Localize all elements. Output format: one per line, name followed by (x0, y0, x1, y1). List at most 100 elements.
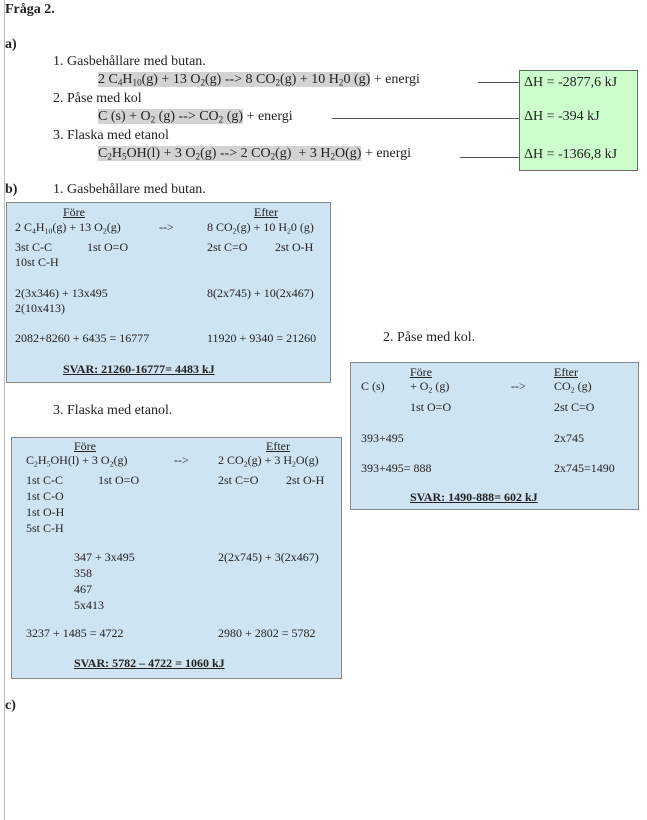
calc-left-2: 2(10x413) (15, 301, 65, 315)
equation-1-suffix: + energi (373, 72, 420, 87)
connector-line-1 (478, 82, 519, 83)
reactants-equation: C2H5OH(l) + 3 O2(g) (26, 453, 128, 468)
delta-h-3: ΔH = -1366,8 kJ (524, 147, 618, 162)
equation-3: C2H5OH(l) + 3 O2(g) --> 2 CO2(g) + 3 H2O… (98, 146, 362, 162)
formula-text: (g) (106, 220, 121, 234)
arrow: --> (511, 379, 526, 393)
bonds-left-2: 1st O=O (87, 240, 129, 254)
subscript: 2 (428, 385, 433, 395)
butan-heading: 1. Gasbehållare med butan. (53, 182, 206, 197)
part-c-label: c) (5, 698, 16, 713)
bonds-left-1: 3st C-C (15, 240, 53, 254)
bond-left-1: 1st C-C (26, 473, 64, 487)
equation-2: C (s) + O2 (g) --> CO2 (g) (98, 109, 244, 125)
subscript: 10 (132, 77, 142, 88)
equation-1-row: 2 C4H10(g) + 13 O2(g) --> 8 CO2(g) + 10 … (98, 72, 420, 88)
part-b-label: b) (5, 182, 18, 197)
fore-heading: Före (63, 205, 85, 219)
enthalpy-box: ΔH = -2877,6 kJ ΔH = -394 kJ ΔH = -1366,… (519, 70, 638, 171)
bonds-left: 1st O=O (410, 400, 452, 414)
formula-text: O(g) (335, 146, 362, 161)
formula-text: H (37, 453, 47, 467)
subscript: 2 (243, 459, 248, 469)
subscript: 2 (34, 459, 38, 469)
bonds-right-1: 2st C=O (218, 473, 259, 487)
products-equation: CO2 (g) (554, 379, 592, 394)
efter-heading: Efter (266, 439, 290, 453)
subscript: 5 (122, 151, 127, 162)
subscript: 2 (109, 459, 114, 469)
page-margin-line (4, 0, 5, 820)
formula-text: (g) (113, 453, 128, 467)
subscript: 2 (150, 114, 156, 125)
subscript: 2 (232, 226, 237, 236)
formula-text: 0 (g) (290, 220, 314, 234)
formula-text: O(g) (295, 453, 319, 467)
sum-left: 393+495= 888 (361, 461, 432, 475)
bond-left-2: 1st C-O (26, 489, 64, 503)
delta-h-1: ΔH = -2877,6 kJ (524, 75, 618, 90)
sum-right: 2980 + 2802 = 5782 (218, 626, 316, 640)
reactants-equation: 2 C4H10(g) + 13 O2(g) (15, 220, 121, 235)
formula-text: (g) (223, 109, 244, 124)
reactant-carbon: C (s) (361, 379, 385, 393)
formula-text: 0 (g) (343, 72, 371, 87)
subscript: 2 (292, 459, 296, 469)
efter-heading: Efter (554, 365, 578, 379)
formula-text: (g) --> 2 CO (200, 146, 271, 161)
formula-text: (g) + 13 O (52, 220, 103, 234)
calc-right: 2(2x745) + 3(2x467) (218, 550, 319, 564)
formula-text: OH(l) + 3 O (50, 453, 110, 467)
calc-left-1: 2(3x346) + 13x495 (15, 286, 108, 300)
item-1-heading: 1. Gasbehållare med butan. (53, 54, 206, 69)
calc-left-1: 347 + 3x495 (74, 550, 135, 564)
delta-h-2: ΔH = -394 kJ (524, 109, 600, 124)
formula-text: 2 C (15, 220, 33, 234)
equation-2-row: C (s) + O2 (g) --> CO2 (g) + energi (98, 109, 293, 125)
bonds-right-2: 2st O-H (286, 473, 325, 487)
subscript: 2 (330, 151, 335, 162)
connector-line-2 (332, 118, 519, 119)
bond-left-oxygen: 1st O=O (98, 473, 140, 487)
arrow: --> (159, 220, 174, 234)
butan-calculation-box: Före Efter 2 C4H10(g) + 13 O2(g) --> 8 C… (6, 202, 331, 383)
calc-right: 8(2x745) + 10(2x467) (207, 286, 314, 300)
formula-text: H (122, 72, 133, 87)
formula-text: + O (410, 379, 429, 393)
sum-left: 3237 + 1485 = 4722 (26, 626, 124, 640)
etanol-heading: 3. Flaska med etanol. (53, 403, 173, 418)
equation-3-suffix: + energi (364, 146, 412, 161)
formula-text: H (35, 220, 45, 234)
subscript: 2 (218, 114, 224, 125)
bonds-right-2: 2st O-H (275, 240, 314, 254)
subscript: 2 (200, 77, 205, 88)
subscript: 10 (44, 226, 53, 236)
calc-left: 393+495 (361, 431, 404, 445)
subscript: 2 (270, 151, 276, 162)
sum-right: 11920 + 9340 = 21260 (207, 331, 317, 345)
calc-left-2: 358 (74, 566, 92, 580)
bonds-left-3: 10st C-H (15, 255, 59, 269)
formula-text: 2 C (98, 72, 118, 87)
kol-heading: 2. Påse med kol. (383, 330, 476, 345)
subscript: 2 (570, 385, 575, 395)
formula-text: (g) --> 8 CO (205, 72, 276, 87)
subscript: 2 (275, 77, 281, 88)
subscript: 2 (107, 151, 112, 162)
item-3-heading: 3. Flaska med etanol (53, 128, 169, 143)
formula-text: (g) + 3 H (275, 146, 331, 161)
answer: SVAR: 1490-888= 602 kJ (410, 490, 538, 504)
subscript: 2 (195, 151, 201, 162)
efter-heading: Efter (254, 205, 278, 219)
arrow: --> (174, 453, 189, 467)
bonds-right: 2st C=O (554, 400, 595, 414)
calc-right: 2x745 (554, 431, 584, 445)
formula-text: (g) + 13 O (141, 72, 201, 87)
formula-text: 2 CO (218, 453, 244, 467)
calc-left-3: 467 (74, 582, 92, 596)
formula-text: OH(l) + 3 O (126, 146, 196, 161)
equation-2-suffix: + energi (246, 109, 293, 124)
formula-text: (g) + 10 H (280, 72, 339, 87)
equation-1: 2 C4H10(g) + 13 O2(g) --> 8 CO2(g) + 10 … (98, 72, 371, 88)
formula-text: (g) (574, 379, 592, 393)
